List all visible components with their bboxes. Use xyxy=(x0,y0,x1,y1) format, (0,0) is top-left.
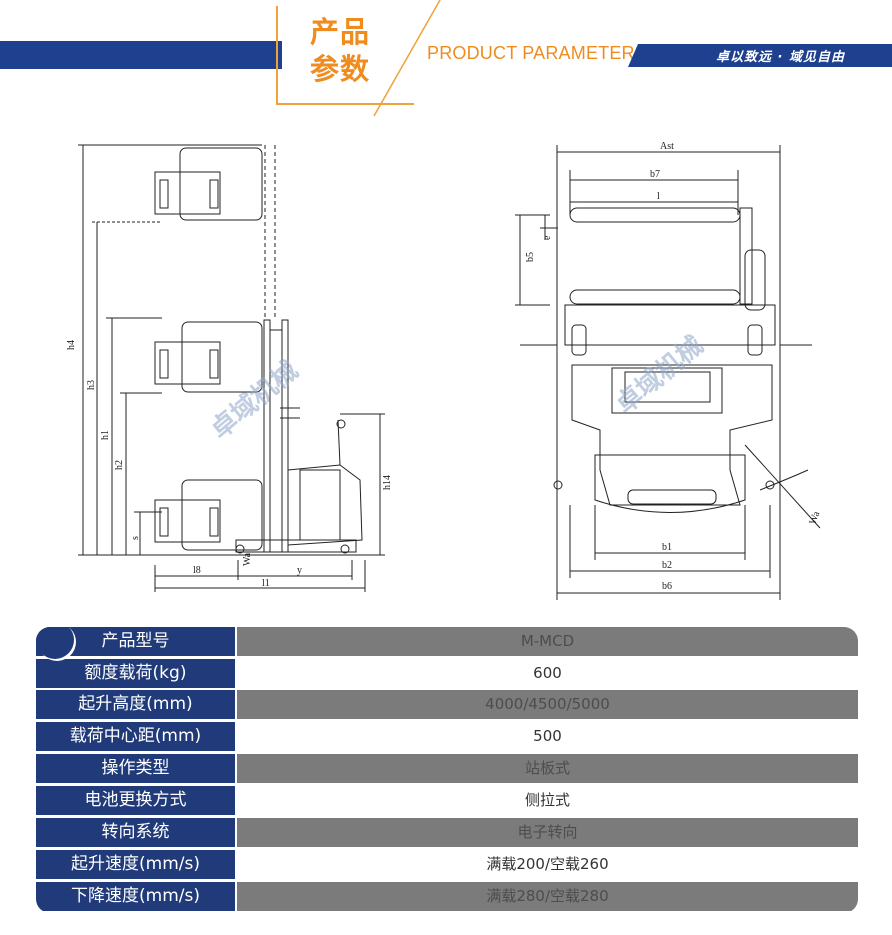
param-value: M-MCD xyxy=(237,627,858,656)
page-title: 产品 参数 xyxy=(300,14,380,88)
dim-label: b5 xyxy=(525,252,536,262)
header-slogan: 卓以致远 · 域见自由 xyxy=(716,50,845,65)
dim-label: h4 xyxy=(66,340,77,350)
side-view-drawing xyxy=(78,144,385,592)
table-row: 操作类型 站板式 xyxy=(36,754,858,785)
top-view-labels: Ast b7 l e b5 b1 b2 b6 Wa xyxy=(525,141,822,592)
param-label: 起升高度(mm) xyxy=(36,690,235,719)
param-value: 满载200/空载260 xyxy=(237,850,858,879)
page-title-line2: 参数 xyxy=(309,52,370,86)
param-value: 电子转向 xyxy=(237,818,858,847)
param-value: 500 xyxy=(237,722,858,751)
header-slash-decoration xyxy=(373,0,441,117)
side-view-labels: h4 h3 h1 h2 h14 s l8 y l1 Wa xyxy=(66,340,393,589)
table-row: 电池更换方式 侧拉式 xyxy=(36,786,858,817)
dim-label: b2 xyxy=(662,560,672,571)
param-value: 满载280/空载280 xyxy=(237,882,858,911)
dim-label: e xyxy=(542,235,553,240)
dim-label: h2 xyxy=(114,460,125,470)
dim-label: Wa xyxy=(807,509,822,526)
table-row: 起升速度(mm/s) 满载200/空载260 xyxy=(36,850,858,881)
dim-label: h14 xyxy=(382,475,393,490)
dim-label: Wa xyxy=(242,552,253,566)
table-row: 下降速度(mm/s) 满载280/空载280 xyxy=(36,882,858,913)
param-label: 电池更换方式 xyxy=(36,786,235,815)
param-label: 起升速度(mm/s) xyxy=(36,850,235,879)
param-label: 操作类型 xyxy=(36,754,235,783)
param-value: 侧拉式 xyxy=(237,786,858,815)
header-left-bar xyxy=(0,41,282,69)
table-row: 载荷中心距(mm) 500 xyxy=(36,722,858,753)
table-corner-circle-icon xyxy=(36,627,74,659)
param-label: 下降速度(mm/s) xyxy=(36,882,235,911)
header-right-bar xyxy=(628,44,892,67)
dim-label: b1 xyxy=(662,542,672,553)
table-row: 起升高度(mm) 4000/4500/5000 xyxy=(36,690,858,721)
dim-label: Ast xyxy=(660,141,674,152)
dim-label: s xyxy=(130,536,141,540)
dim-label: b6 xyxy=(662,581,672,592)
dim-label: l8 xyxy=(193,565,201,576)
dim-label: y xyxy=(297,565,302,576)
table-row: 转向系统 电子转向 xyxy=(36,818,858,849)
param-label: 额度载荷(kg) xyxy=(36,659,235,688)
dim-label: h1 xyxy=(100,430,111,440)
page-subtitle: PRODUCT PARAMETER xyxy=(427,43,635,63)
page-title-line1: 产品 xyxy=(309,15,370,49)
param-label: 载荷中心距(mm) xyxy=(36,722,235,751)
table-row: 产品型号 M-MCD xyxy=(36,627,858,658)
top-view-drawing xyxy=(515,145,821,600)
dim-label: l1 xyxy=(262,578,270,589)
parameter-table: 产品型号 M-MCD 额度载荷(kg) 600 起升高度(mm) 4000/45… xyxy=(36,627,858,913)
dim-label: h3 xyxy=(86,380,97,390)
dim-label: l xyxy=(657,191,660,202)
dim-label: b7 xyxy=(650,169,660,180)
header-title-frame xyxy=(276,6,414,105)
param-value: 站板式 xyxy=(237,754,858,783)
table-row: 额度载荷(kg) 600 xyxy=(36,659,858,690)
param-value: 600 xyxy=(237,659,858,688)
param-label: 转向系统 xyxy=(36,818,235,847)
technical-drawings: h4 h3 h1 h2 h14 s l8 y l1 Wa Ast b7 l e … xyxy=(66,141,822,600)
param-value: 4000/4500/5000 xyxy=(237,690,858,719)
